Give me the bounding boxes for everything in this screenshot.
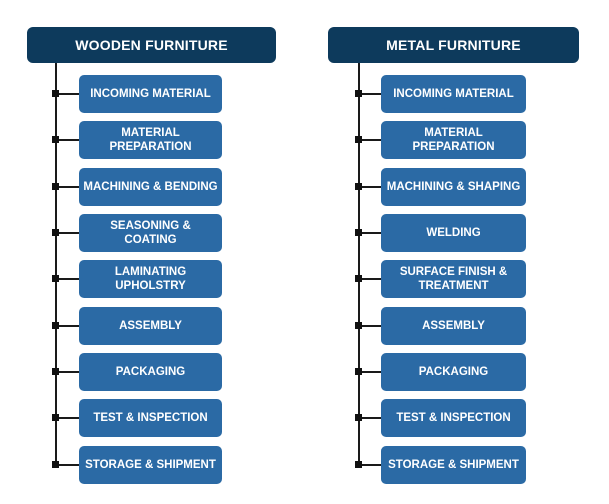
- step-box: STORAGE & SHIPMENT: [79, 446, 222, 484]
- connector-line: [360, 325, 381, 327]
- step-box: MATERIAL PREPARATION: [381, 121, 526, 159]
- step-box: STORAGE & SHIPMENT: [381, 446, 526, 484]
- connector-node: [52, 414, 59, 421]
- wooden-furniture-flow: WOODEN FURNITURE INCOMING MATERIAL MATER…: [0, 0, 276, 504]
- step-box: TEST & INSPECTION: [79, 399, 222, 437]
- step-box: INCOMING MATERIAL: [79, 75, 222, 113]
- step-box: ASSEMBLY: [79, 307, 222, 345]
- step-box: ASSEMBLY: [381, 307, 526, 345]
- connector-node: [52, 183, 59, 190]
- connector-node: [52, 275, 59, 282]
- connector-node: [52, 461, 59, 468]
- connector-node: [355, 136, 362, 143]
- connector-line: [360, 464, 381, 466]
- step-box: PACKAGING: [79, 353, 222, 391]
- metal-furniture-flow: METAL FURNITURE INCOMING MATERIAL MATERI…: [302, 0, 579, 504]
- connector-node: [355, 90, 362, 97]
- connector-line: [57, 464, 79, 466]
- connector-node: [52, 229, 59, 236]
- connector-line: [360, 139, 381, 141]
- connector-line: [360, 371, 381, 373]
- connector-node: [355, 275, 362, 282]
- step-box: SURFACE FINISH & TREATMENT: [381, 260, 526, 298]
- connector-line: [360, 232, 381, 234]
- connector-node: [52, 136, 59, 143]
- step-box: INCOMING MATERIAL: [381, 75, 526, 113]
- connector-line: [360, 278, 381, 280]
- connector-node: [52, 322, 59, 329]
- connector-node: [355, 322, 362, 329]
- connector-line: [57, 278, 79, 280]
- connector-node: [355, 414, 362, 421]
- step-box: MATERIAL PREPARATION: [79, 121, 222, 159]
- step-box: PACKAGING: [381, 353, 526, 391]
- step-box: TEST & INSPECTION: [381, 399, 526, 437]
- connector-line: [57, 325, 79, 327]
- metal-trunk-line: [358, 63, 360, 466]
- connector-line: [360, 186, 381, 188]
- connector-node: [355, 368, 362, 375]
- connector-line: [360, 417, 381, 419]
- step-box: MACHINING & SHAPING: [381, 168, 526, 206]
- step-box: SEASONING & COATING: [79, 214, 222, 252]
- step-box: MACHINING & BENDING: [79, 168, 222, 206]
- connector-line: [57, 417, 79, 419]
- step-box: WELDING: [381, 214, 526, 252]
- wooden-furniture-header: WOODEN FURNITURE: [27, 27, 276, 63]
- connector-line: [360, 93, 381, 95]
- step-box: LAMINATING UPHOLSTRY: [79, 260, 222, 298]
- connector-node: [52, 368, 59, 375]
- connector-node: [355, 461, 362, 468]
- connector-node: [355, 229, 362, 236]
- connector-line: [57, 139, 79, 141]
- connector-line: [57, 93, 79, 95]
- connector-node: [52, 90, 59, 97]
- connector-line: [57, 186, 79, 188]
- wooden-trunk-line: [55, 63, 57, 466]
- connector-node: [355, 183, 362, 190]
- metal-furniture-header: METAL FURNITURE: [328, 27, 579, 63]
- connector-line: [57, 232, 79, 234]
- connector-line: [57, 371, 79, 373]
